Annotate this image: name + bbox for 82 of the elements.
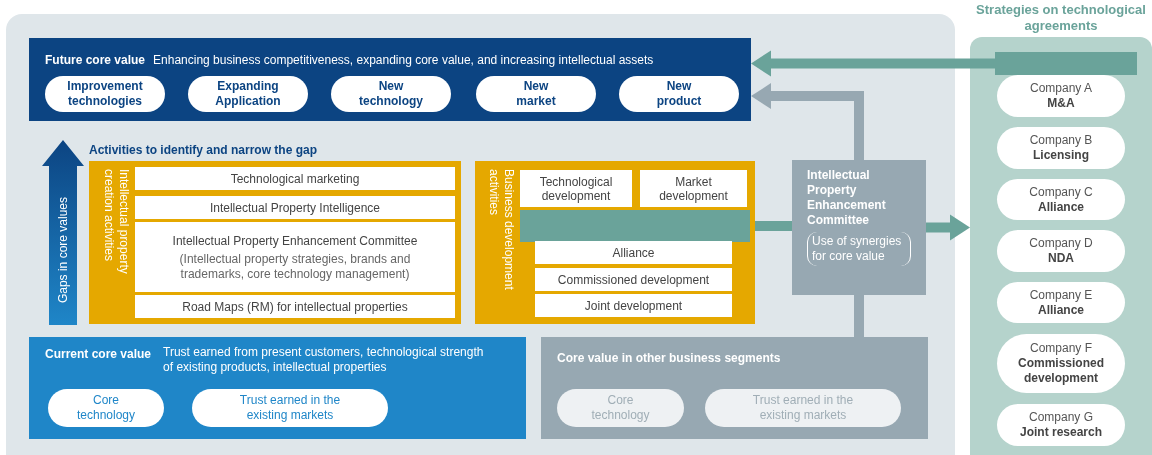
band-title: Future core value — [45, 53, 146, 67]
activity-panel — [89, 161, 461, 324]
band-description: Enhancing business competitiveness, expanding core value, and increasing intellectual assets — [153, 53, 654, 67]
company-name: Company A — [1029, 81, 1092, 96]
panel-title: Intellectual property creation activities — [101, 169, 131, 276]
item-label: Road Maps (RM) for intellectual properties — [182, 298, 408, 316]
pill-label: New technology — [358, 79, 424, 109]
company-name: Company D — [1029, 236, 1093, 251]
company-name: Company C — [1029, 184, 1093, 200]
arrow — [751, 83, 864, 160]
activity-item — [135, 295, 455, 318]
other-segments-panel — [541, 337, 928, 439]
arrow-label: Gaps in core values — [55, 196, 71, 303]
connector-bar — [995, 52, 1137, 75]
agreement-type: Joint research — [1019, 425, 1102, 440]
activity-item — [135, 167, 455, 190]
pill-label: Core technology — [75, 393, 136, 423]
value-pill — [557, 389, 684, 427]
item-label: Alliance — [612, 244, 655, 262]
committee-note: Use of synergies for core value — [807, 232, 911, 266]
panel-title: Current core value — [45, 346, 152, 363]
item-label: Technological development — [538, 174, 614, 203]
activity-item — [535, 268, 732, 291]
company-pill — [997, 404, 1125, 446]
company-name: Company G — [1029, 410, 1093, 425]
item-note: (Intellectual property strategies, brands and trademarks, core technology management) — [178, 252, 412, 282]
item-label: Intellectual Property Enhancement Committee — [172, 233, 418, 250]
upward-block-arrow — [42, 140, 84, 325]
company-pill — [997, 230, 1125, 272]
activity-item — [135, 222, 455, 292]
panel-title: Business development activities — [486, 169, 516, 292]
item-label: Market development — [658, 174, 729, 203]
pill-label: Trust earned in the existing markets — [751, 393, 855, 423]
company-name: Company F — [1030, 341, 1092, 356]
activity-item — [535, 241, 732, 264]
company-pill — [997, 282, 1125, 323]
agreement-type: Licensing — [1033, 148, 1089, 163]
arrow — [926, 214, 970, 241]
company-pill — [997, 75, 1125, 117]
panel-heading: Strategies on technological agreements — [975, 2, 1147, 34]
connector-bar — [520, 210, 750, 242]
arrow — [751, 50, 995, 77]
value-pill — [45, 76, 165, 112]
agreement-type: Commissioned development — [1017, 356, 1105, 386]
agreement-type: NDA — [1048, 251, 1074, 266]
pill-label: New market — [515, 79, 557, 109]
activity-item — [135, 196, 455, 219]
activity-item — [535, 294, 732, 317]
company-pill — [997, 127, 1125, 169]
future-core-value-band — [29, 38, 751, 121]
item-label: Intellectual Property Intelligence — [209, 199, 381, 217]
pill-label: Core technology — [590, 393, 651, 423]
value-pill — [48, 389, 164, 427]
panel-title: Core value in other business segments — [557, 351, 781, 365]
value-pill — [476, 76, 596, 112]
agreement-type: M&A — [1047, 96, 1075, 111]
agreement-type: Alliance — [1038, 302, 1084, 318]
section-heading: Activities to identify and narrow the gap — [89, 142, 318, 159]
value-pill — [331, 76, 451, 112]
agreement-type: Alliance — [1038, 199, 1084, 215]
panel-description: Trust earned from present customers, technological strength of existing products, intellectual properties — [163, 345, 485, 375]
item-label: Technological marketing — [230, 170, 360, 188]
company-name: Company E — [1029, 287, 1093, 303]
item-label: Commissioned development — [557, 271, 710, 289]
item-label: Joint development — [584, 297, 683, 315]
pill-label: Expanding Application — [214, 79, 282, 109]
pill-label: Trust earned in the existing markets — [238, 393, 342, 423]
pill-label: Improvement technologies — [66, 79, 144, 109]
committee-title: Intellectual Property Enhancement Committee — [807, 168, 887, 228]
pill-label: New product — [655, 79, 703, 109]
main-panel — [6, 14, 955, 455]
activity-item — [520, 170, 632, 207]
activity-item — [640, 170, 747, 207]
current-core-value-panel — [29, 337, 526, 439]
committee-box — [792, 160, 926, 295]
company-pill — [997, 179, 1125, 220]
value-pill — [619, 76, 739, 112]
value-pill — [188, 76, 308, 112]
activity-panel — [475, 161, 755, 324]
company-name: Company B — [1029, 133, 1093, 148]
value-pill — [192, 389, 388, 427]
value-pill — [705, 389, 901, 427]
